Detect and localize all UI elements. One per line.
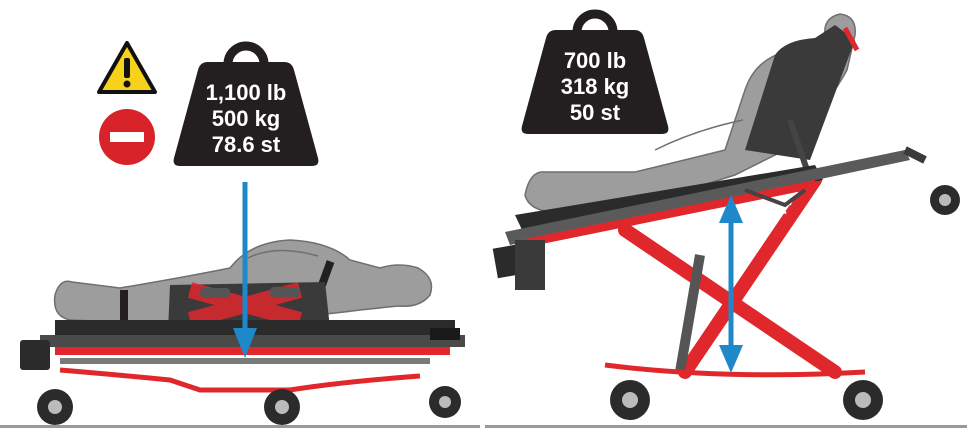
no-entry-icon [98, 108, 156, 166]
warning-triangle-icon [96, 40, 158, 96]
left-panel-lowered-stretcher: 1,100 lb 500 kg 78.6 st [0, 0, 480, 430]
height-range-arrow [718, 195, 744, 373]
floor-line [0, 425, 480, 428]
right-panel-raised-stretcher: 700 lb 318 kg 50 st FERNO [485, 0, 967, 430]
weight-capacity-badge: 1,100 lb 500 kg 78.6 st [172, 40, 320, 166]
panel-divider [481, 0, 483, 430]
weight-kg-label: 500 kg [172, 106, 320, 132]
downward-load-arrow [232, 182, 258, 360]
weight-lb-label: 1,100 lb [172, 80, 320, 106]
floor-line [485, 425, 967, 428]
weight-st-label: 78.6 st [172, 132, 320, 158]
